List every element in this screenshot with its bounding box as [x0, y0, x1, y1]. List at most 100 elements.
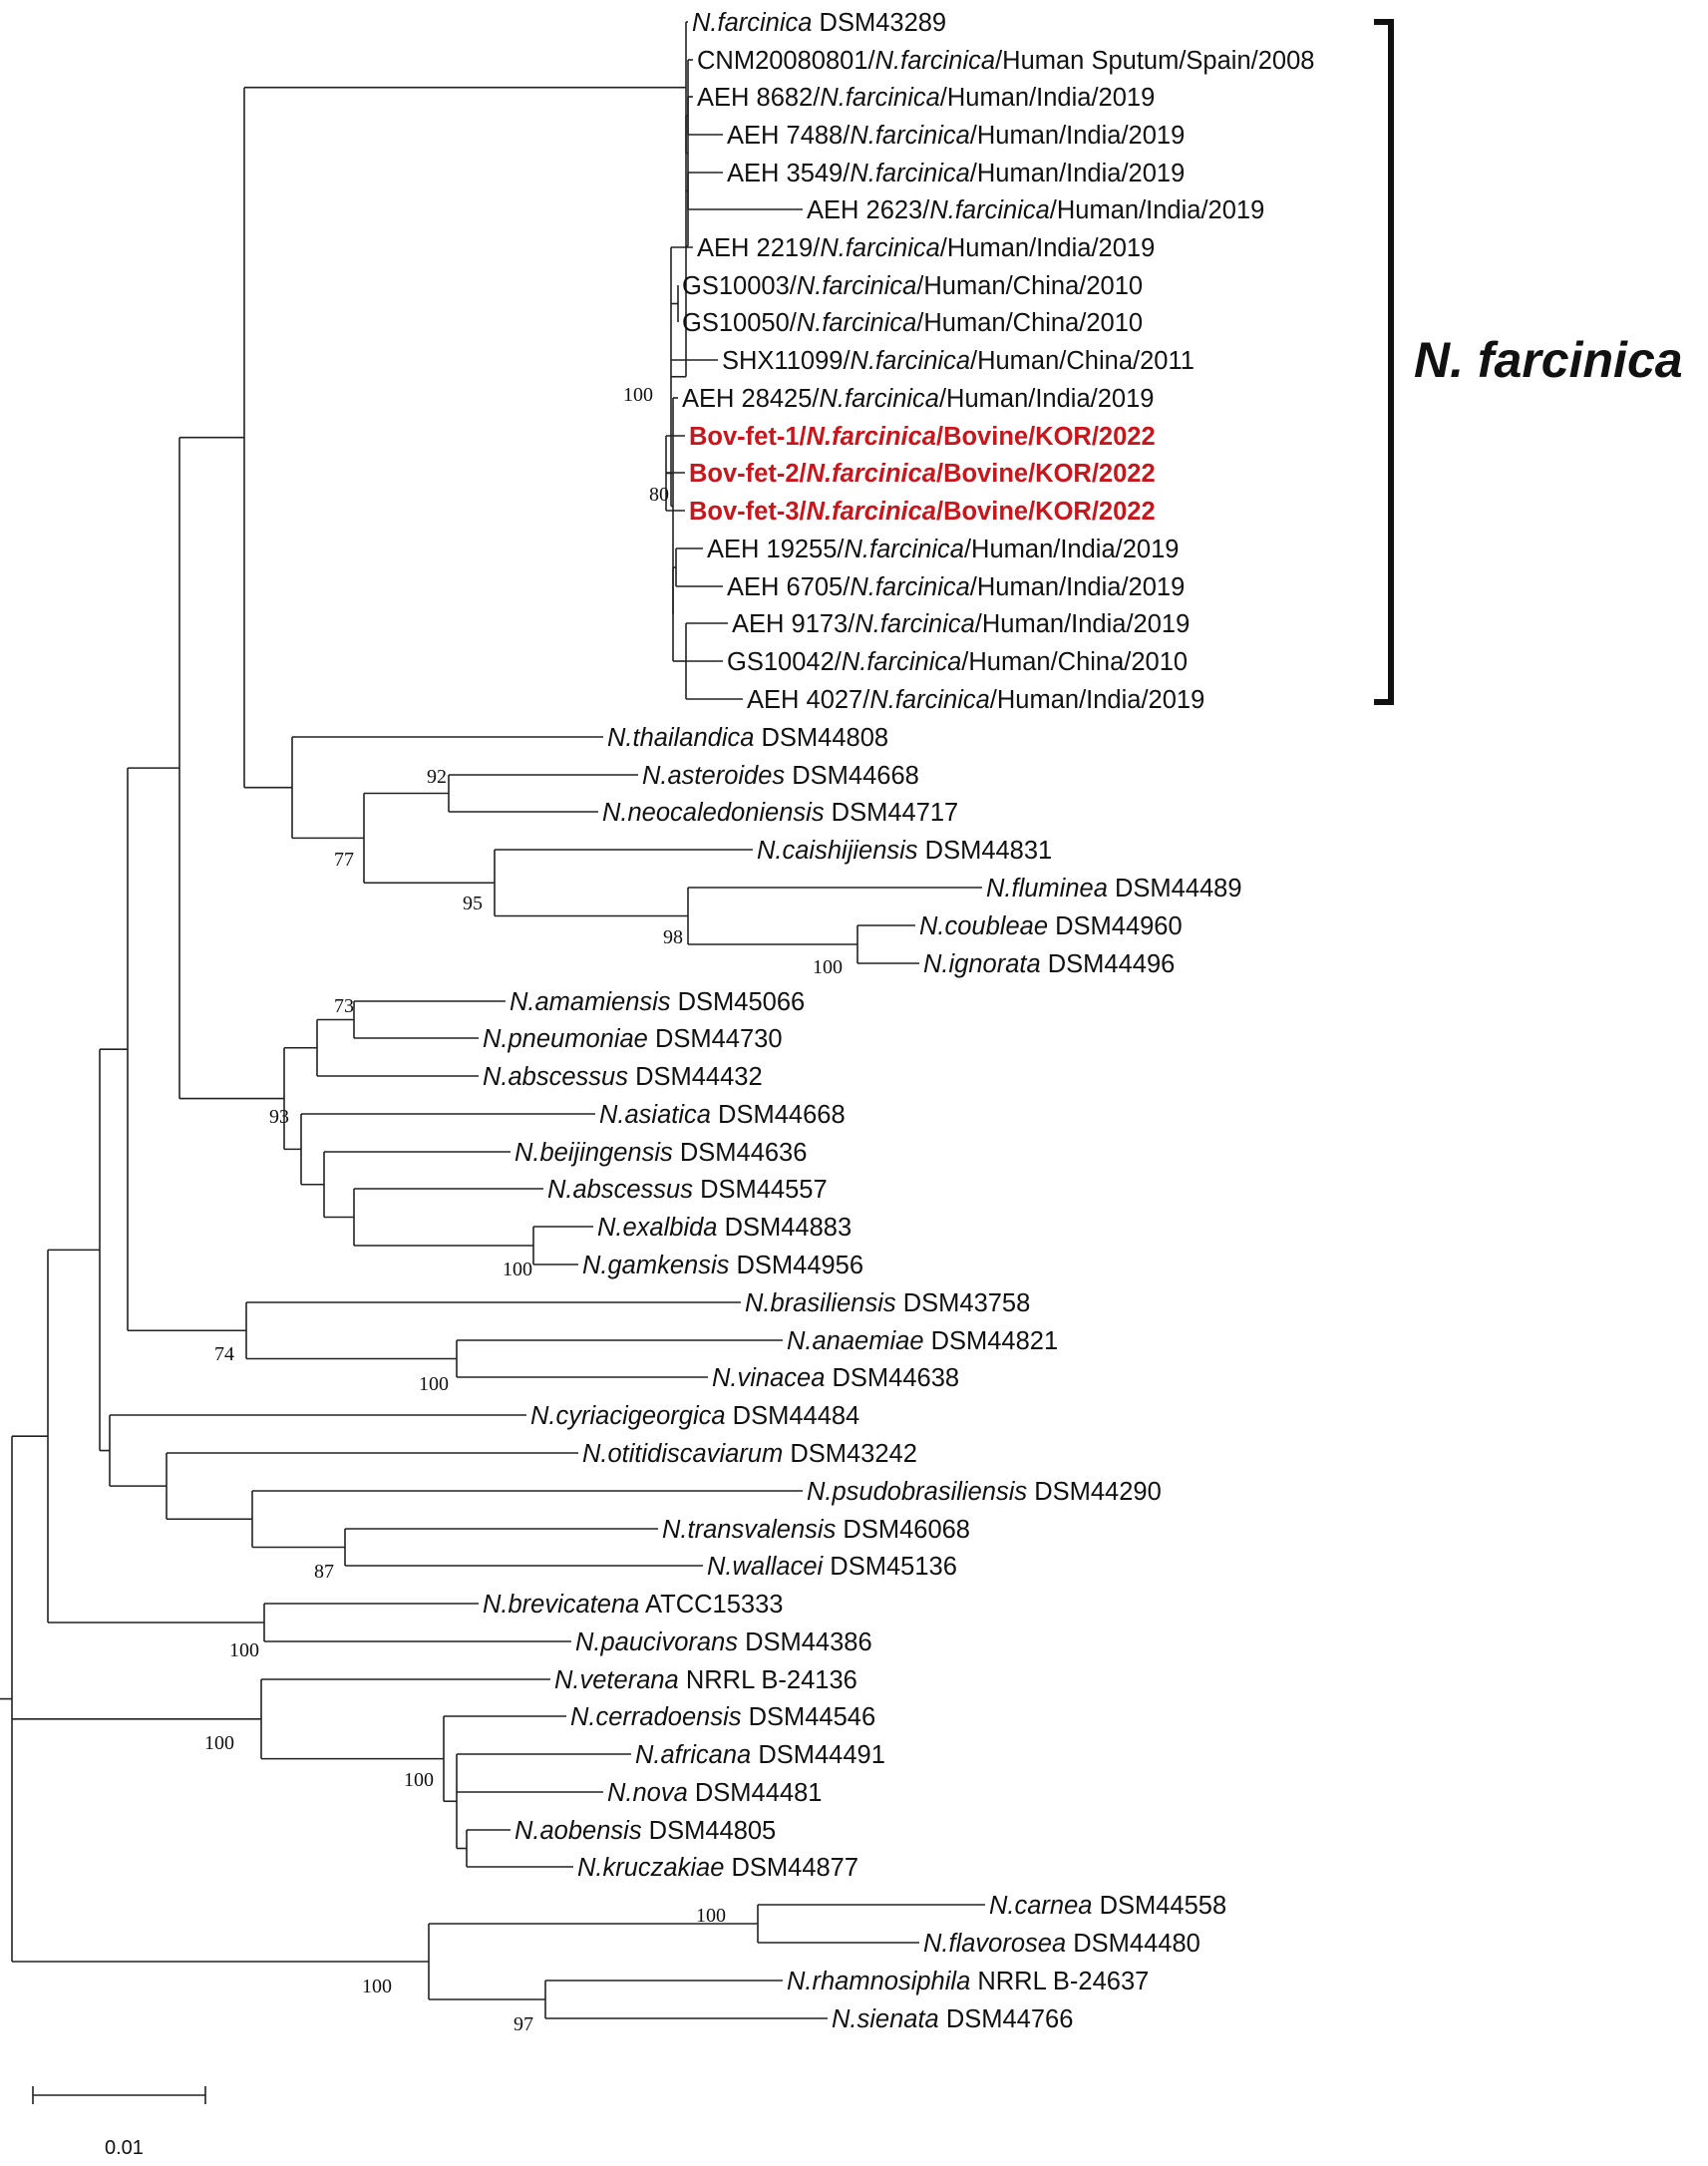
- strain-text: DSM44432: [628, 1063, 763, 1091]
- strain-text: DSM44956: [729, 1252, 863, 1279]
- bootstrap-value: 100: [204, 1732, 234, 1754]
- bootstrap-value: 100: [419, 1373, 449, 1395]
- strain-text: Bov-fet-1/: [689, 423, 807, 451]
- taxon-name: N.flavorosea: [923, 1930, 1066, 1958]
- bootstrap-value: 100: [362, 1976, 392, 1997]
- taxon-name: N.farcinica: [797, 272, 916, 300]
- taxon-name: N.vinacea: [712, 1364, 825, 1392]
- taxon-name: N.psudobrasiliensis: [807, 1478, 1027, 1506]
- strain-text: /Human/India/2019: [939, 385, 1154, 413]
- bootstrap-value: 100: [503, 1259, 532, 1280]
- bootstrap-value: 93: [269, 1106, 289, 1128]
- strain-text: /Human/China/2010: [961, 648, 1188, 676]
- taxon-name: N.africana: [635, 1741, 751, 1769]
- taxon-name: N.farcinica: [929, 196, 1049, 224]
- taxon-name: N.farcinica: [851, 347, 970, 375]
- taxon-name: N.farcinica: [807, 498, 936, 526]
- tip-label: N.abscessus DSM44432: [483, 1063, 763, 1091]
- tip-label: N.coubleae DSM44960: [919, 912, 1183, 940]
- tip-label: AEH 8682/N.farcinica/Human/India/2019: [697, 84, 1155, 112]
- taxon-name: N.brasiliensis: [745, 1289, 896, 1317]
- tree-branches: [0, 21, 985, 2019]
- tip-label: GS10050/N.farcinica/Human/China/2010: [682, 309, 1143, 337]
- strain-text: AEH 2623/: [807, 196, 930, 224]
- tip-label: N.vinacea DSM44638: [712, 1364, 959, 1392]
- bootstrap-value: 100: [229, 1639, 259, 1661]
- strain-text: DSM44481: [688, 1779, 823, 1807]
- tip-label: N.psudobrasiliensis DSM44290: [807, 1478, 1162, 1506]
- strain-text: DSM44636: [673, 1139, 808, 1167]
- tip-label: SHX11099/N.farcinica/Human/China/2011: [722, 347, 1195, 375]
- strain-text: AEH 19255/: [707, 536, 845, 563]
- tip-label: AEH 19255/N.farcinica/Human/India/2019: [707, 536, 1179, 563]
- strain-text: DSM44960: [1048, 912, 1183, 940]
- strain-text: /Human/India/2019: [970, 160, 1185, 187]
- taxon-name: N.beijingensis: [514, 1139, 673, 1167]
- taxon-name: N.sienata: [832, 2005, 939, 2033]
- strain-text: NRRL B-24136: [679, 1666, 857, 1694]
- taxon-name: N.farcinica: [820, 234, 939, 262]
- tip-label: N.ignorata DSM44496: [923, 950, 1175, 978]
- strain-text: DSM44877: [724, 1854, 858, 1882]
- strain-text: SHX11099/: [722, 347, 851, 375]
- bootstrap-value: 98: [663, 926, 683, 948]
- strain-text: AEH 7488/: [727, 122, 851, 150]
- strain-text: DSM44489: [1108, 875, 1242, 902]
- taxon-name: N.farcinica: [692, 9, 812, 37]
- tip-label: AEH 4027/N.farcinica/Human/India/2019: [747, 686, 1204, 714]
- tip-label: N.caishijiensis DSM44831: [757, 837, 1052, 865]
- strain-text: Bov-fet-3/: [689, 498, 807, 526]
- tip-label: N.asiatica DSM44668: [599, 1101, 846, 1129]
- taxon-name: N.cyriacigeorgica: [530, 1402, 726, 1430]
- taxon-name: N.coubleae: [919, 912, 1048, 940]
- strain-text: AEH 6705/: [727, 573, 851, 601]
- taxon-name: N.nova: [607, 1779, 688, 1807]
- taxon-name: N.farcinica: [869, 686, 989, 714]
- taxon-name: N.paucivorans: [575, 1628, 738, 1656]
- tip-label: N.exalbida DSM44883: [597, 1214, 852, 1242]
- strain-text: GS10050/: [682, 309, 798, 337]
- taxon-name: N.abscessus: [483, 1063, 628, 1091]
- tip-label: N.otitidiscaviarum DSM43242: [582, 1440, 917, 1468]
- tip-label: N.asteroides DSM44668: [642, 762, 919, 790]
- bootstrap-value: 80: [649, 484, 669, 506]
- strain-text: DSM43242: [783, 1440, 917, 1468]
- strain-text: NRRL B-24637: [970, 1968, 1149, 1995]
- tip-labels: N.farcinica DSM43289CNM20080801/N.farcin…: [483, 9, 1314, 2033]
- taxon-name: N.farcinica: [842, 648, 961, 676]
- bootstrap-value: 95: [463, 893, 483, 914]
- strain-text: DSM44668: [711, 1101, 846, 1129]
- tip-label: N.cyriacigeorgica DSM44484: [530, 1402, 859, 1430]
- bootstrap-value: 100: [623, 384, 653, 406]
- strain-text: DSM44808: [754, 724, 888, 752]
- tip-label: N.transvalensis DSM46068: [662, 1516, 970, 1544]
- taxon-name: N.farcinica: [797, 309, 916, 337]
- tip-label: N.neocaledoniensis DSM44717: [602, 799, 958, 827]
- tip-label: CNM20080801/N.farcinica/Human Sputum/Spa…: [697, 47, 1314, 75]
- tip-label: GS10042/N.farcinica/Human/China/2010: [727, 648, 1188, 676]
- taxon-name: N.farcinica: [875, 47, 995, 75]
- bootstrap-value: 100: [696, 1905, 726, 1927]
- strain-text: /Human/India/2019: [940, 84, 1155, 112]
- strain-text: DSM44546: [742, 1703, 876, 1731]
- strain-text: DSM44491: [751, 1741, 885, 1769]
- strain-text: DSM45066: [671, 988, 806, 1016]
- taxon-name: N.farcinica: [820, 84, 939, 112]
- strain-text: /Bovine/KOR/2022: [936, 423, 1156, 451]
- strain-text: DSM44290: [1027, 1478, 1162, 1506]
- strain-text: /Human/India/2019: [970, 573, 1185, 601]
- taxon-name: N.caishijiensis: [757, 837, 918, 865]
- tip-label: Bov-fet-2/N.farcinica/Bovine/KOR/2022: [689, 460, 1156, 488]
- taxon-name: N.kruczakiae: [577, 1854, 724, 1882]
- strain-text: /Human/India/2019: [964, 536, 1179, 563]
- tip-label: N.africana DSM44491: [635, 1741, 885, 1769]
- strain-text: CNM20080801/: [697, 47, 876, 75]
- strain-text: Bov-fet-2/: [689, 460, 807, 488]
- taxon-name: N.farcinica: [807, 460, 936, 488]
- tip-label: N.farcinica DSM43289: [692, 9, 946, 37]
- taxon-name: N.asiatica: [599, 1101, 711, 1129]
- strain-text: DSM44883: [718, 1214, 853, 1242]
- strain-text: /Human/India/2019: [970, 122, 1185, 150]
- strain-text: DSM44805: [642, 1817, 777, 1845]
- tip-label: N.thailandica DSM44808: [607, 724, 888, 752]
